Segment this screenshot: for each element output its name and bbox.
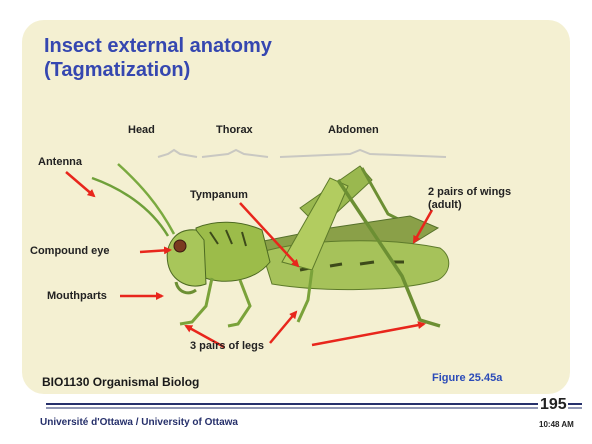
mouthparts-label: Mouthparts bbox=[47, 290, 107, 302]
footer-university: Université d'Ottawa / University of Otta… bbox=[40, 417, 238, 428]
region-head-label: Head bbox=[128, 124, 155, 136]
arrow-antenna bbox=[66, 172, 94, 196]
grasshopper-illustration bbox=[92, 164, 449, 326]
figure-caption: Figure 25.45a bbox=[432, 372, 502, 384]
region-abdomen-label: Abdomen bbox=[328, 124, 379, 136]
arrow-legs-2 bbox=[270, 312, 296, 343]
page-number: 195 bbox=[540, 396, 567, 414]
timestamp: 10:48 AM bbox=[539, 420, 574, 429]
compound-eye-shape bbox=[174, 240, 186, 252]
arrow-legs-3 bbox=[312, 324, 424, 345]
thorax-shape bbox=[196, 222, 270, 281]
tympanum-label: Tympanum bbox=[190, 189, 248, 201]
tagma-brackets bbox=[158, 150, 446, 157]
antenna-label: Antenna bbox=[38, 156, 82, 168]
legs-label: 3 pairs of legs bbox=[190, 340, 264, 352]
wings-label: 2 pairs of wings (adult) bbox=[428, 186, 520, 212]
compound-eye-label: Compound eye bbox=[30, 245, 109, 257]
region-thorax-label: Thorax bbox=[216, 124, 253, 136]
footer-rule bbox=[46, 404, 582, 408]
arrow-compound-eye bbox=[140, 250, 170, 252]
course-title: BIO1130 Organismal Biolog bbox=[42, 375, 199, 389]
head-shape bbox=[167, 230, 206, 286]
